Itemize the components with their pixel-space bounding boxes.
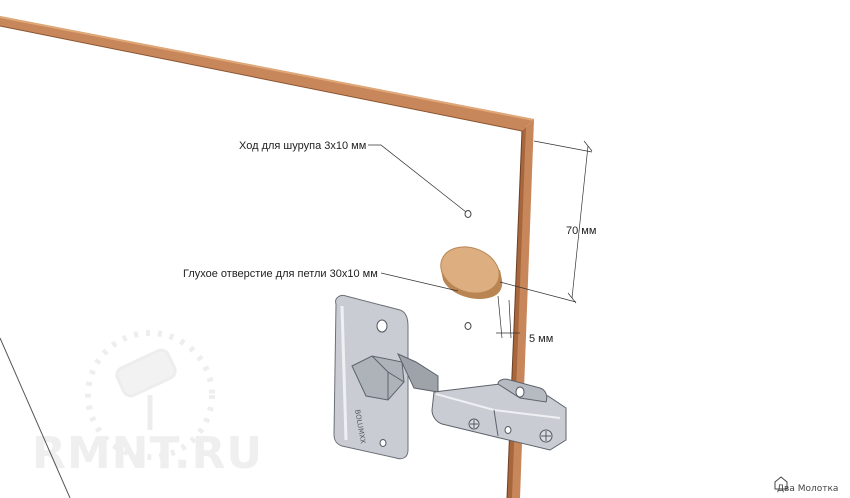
paint-roller-watermark-icon <box>85 330 215 460</box>
board-top-edge <box>0 16 534 132</box>
vertical-dimension-label: 70 мм <box>566 225 596 237</box>
screw-hole-label: Ход для шурупа 3x10 мм <box>239 140 366 152</box>
screw-hole-upper <box>464 210 472 218</box>
screw-hole-lower <box>464 322 472 330</box>
hinge-arm <box>431 383 567 451</box>
hinge-screw-icon <box>468 418 480 430</box>
dimension-70mm <box>499 140 593 304</box>
hinge-cup-wood <box>440 246 503 300</box>
watermark-text: RMNT.RU <box>32 428 263 479</box>
corner-logo: Два Молотка <box>774 476 838 494</box>
leader-blind-hole <box>380 272 459 292</box>
hinge-plate-hole-lower <box>379 439 387 447</box>
dimension-5mm <box>496 295 520 339</box>
board-left-edge <box>0 337 71 498</box>
hinge-adjust-screw-icon <box>539 429 553 443</box>
edge-dimension-label: 5 мм <box>529 333 553 345</box>
furniture-hinge: BOLUMXX <box>333 295 567 460</box>
corner-logo-text: Два Молотка <box>777 484 838 494</box>
blind-hole-label: Глухое отверстие для петли 30x10 мм <box>183 268 378 280</box>
rmnt-watermark: RMNT.RU <box>32 330 263 479</box>
leader-screw-hole <box>368 144 467 213</box>
hinge-plate-hole <box>376 319 388 333</box>
house-logo-icon <box>774 476 788 490</box>
